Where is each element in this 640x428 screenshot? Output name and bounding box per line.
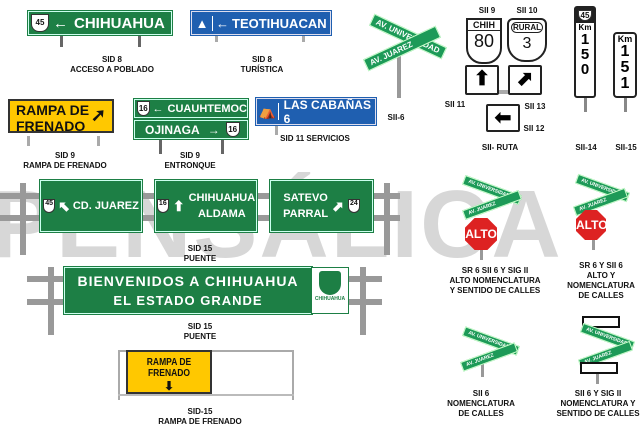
arrow-down-icon: ⬇	[163, 379, 175, 393]
chihuahua-logo: CHIHUAHUA	[311, 267, 349, 314]
sign-cuauhtemoc: 16← CUAUHTEMOC	[134, 99, 248, 118]
one-way-arrow	[580, 362, 618, 374]
caption-sii6: SII-6	[387, 113, 405, 122]
tent-icon: ⛺	[257, 103, 279, 120]
arrow-left-box: ⬅	[486, 104, 520, 132]
arrow-up-right-box: ⬈	[508, 65, 542, 95]
pyramid-icon: ▲	[192, 15, 213, 31]
sign-chihuahua: 45 ← CHIHUAHUA	[28, 11, 172, 35]
sign-teotihuacan: ▲ ← TEOTIHUACAN	[191, 11, 331, 35]
arrow-left-icon: ←	[216, 15, 229, 31]
street-sign: AV. JUAREZ	[460, 342, 518, 372]
arrow-up-box: ⬆	[465, 65, 499, 95]
arrow-up-right-icon: ➚	[90, 105, 106, 125]
sign-ojinaga: OJINAGA→ 16	[134, 120, 248, 139]
sign-las-cabanas: ⛺ LAS CABAÑAS 6	[256, 98, 376, 126]
stop-sign: ALTO	[465, 218, 497, 250]
stop-sign: ALTO	[576, 210, 606, 240]
caption-sid11: SID 11 SERVICIOS	[280, 134, 350, 143]
arrow-left-icon: ←	[53, 14, 68, 32]
sign-cd-juarez: 45⬉CD. JUAREZ	[40, 180, 142, 232]
sign-rampa-frenado-puente: RAMPA DE FRENADO⬇	[126, 350, 212, 394]
